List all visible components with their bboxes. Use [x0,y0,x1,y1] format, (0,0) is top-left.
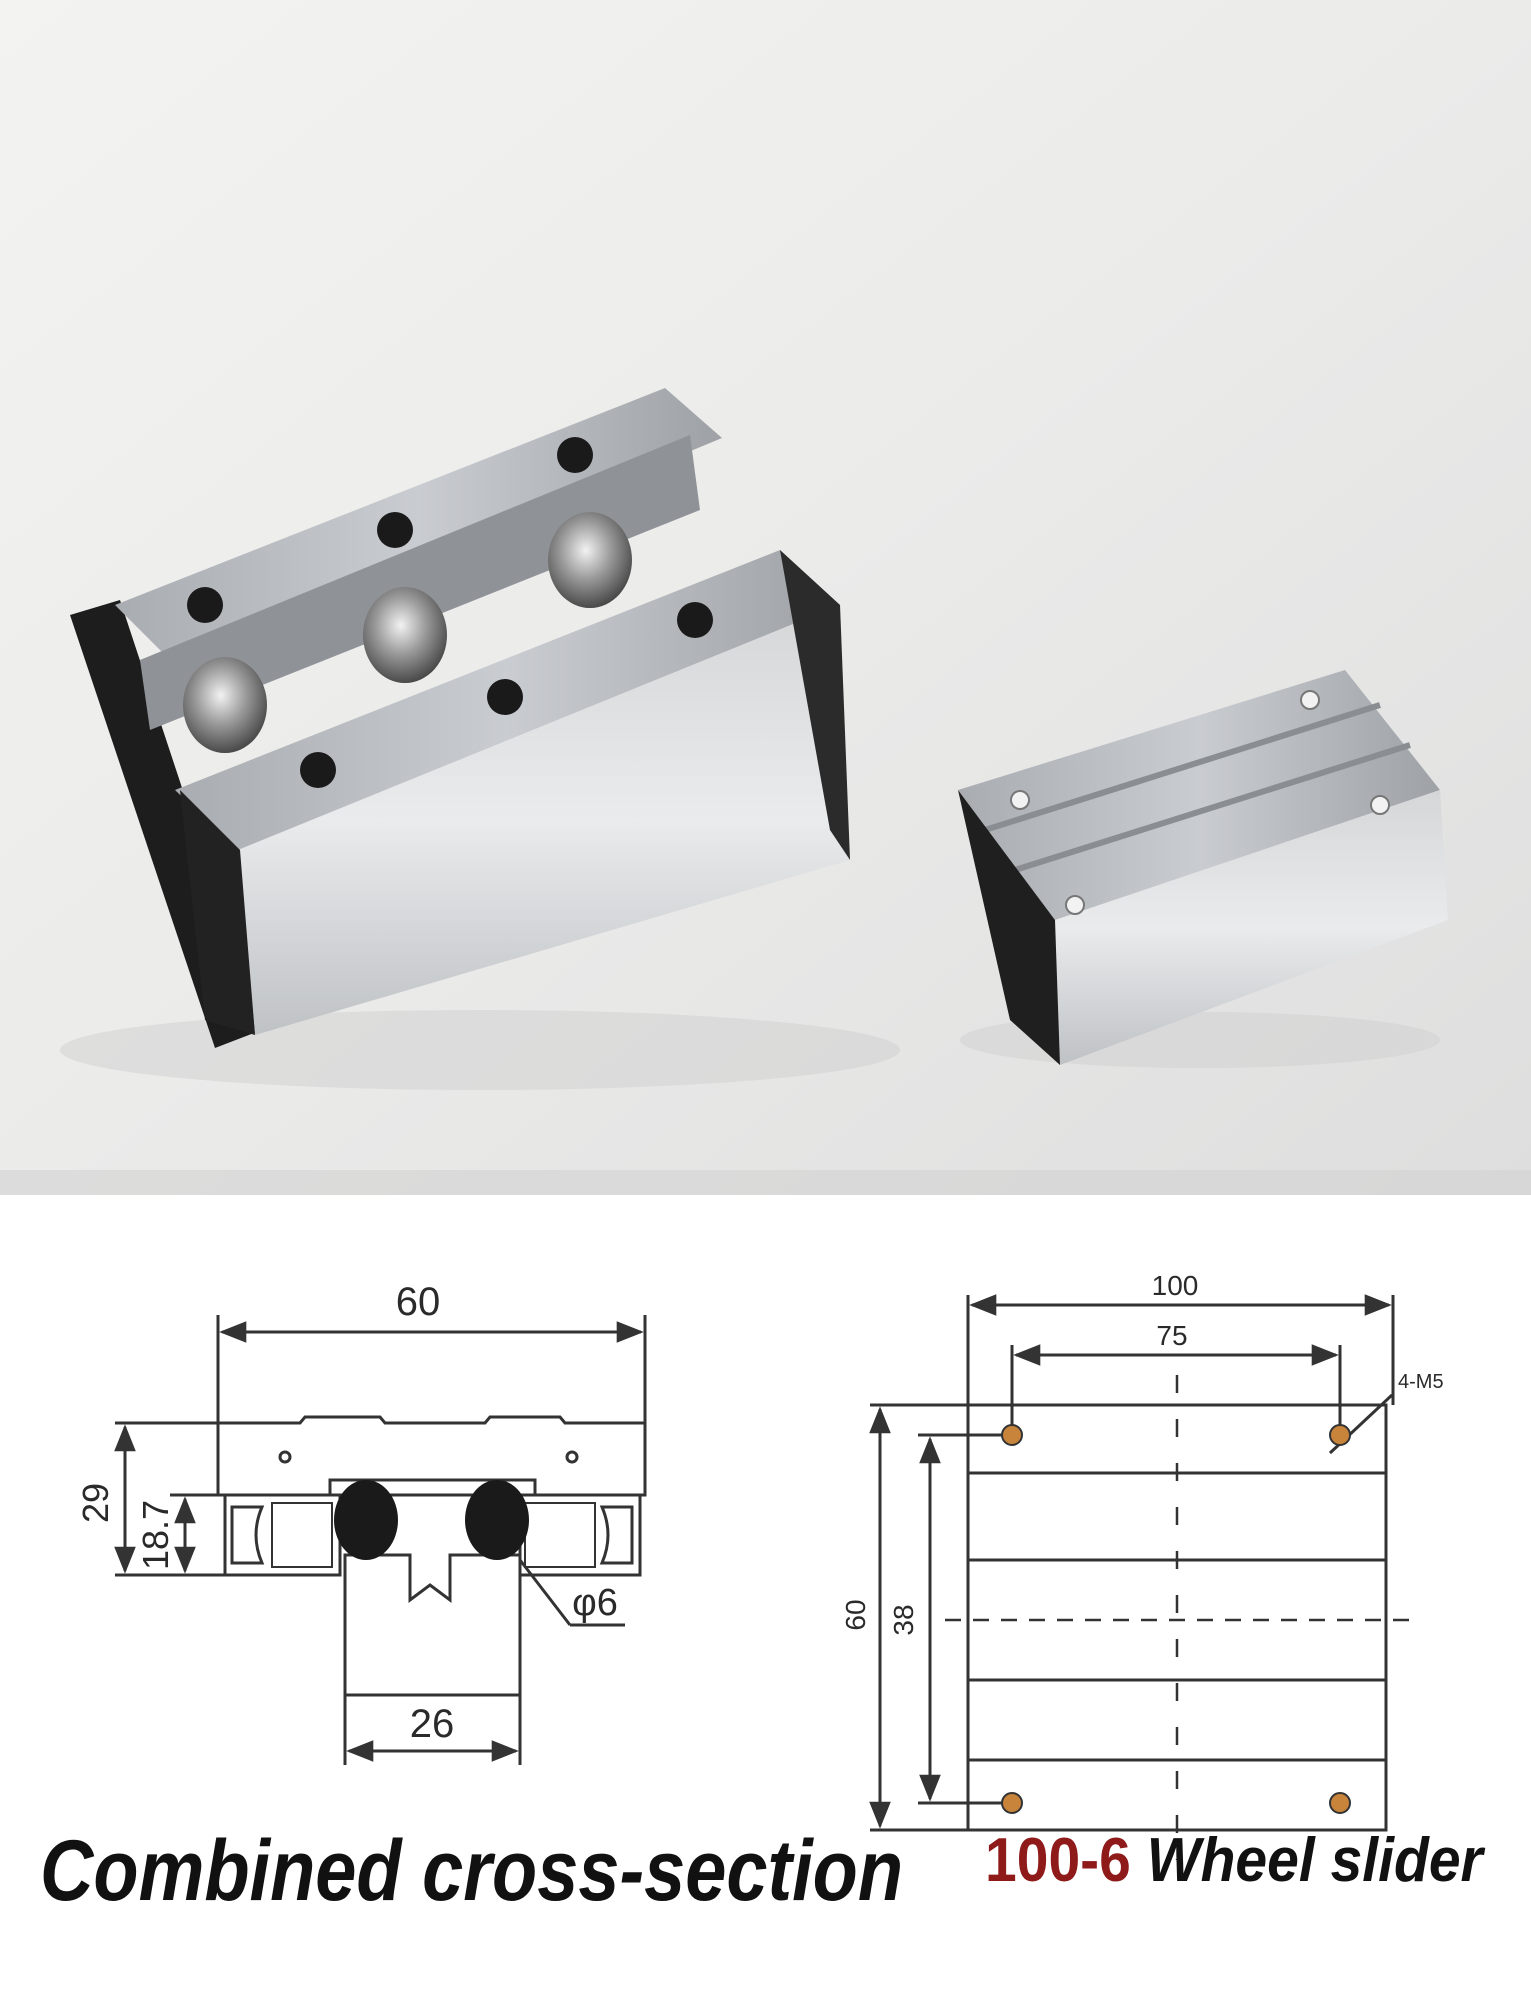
left-wheel-section [334,1480,398,1560]
hole-label-4-m5: 4-M5 [1398,1371,1444,1393]
dim-length-100: 100 [1152,1270,1199,1301]
cross-section-drawing [114,1315,647,1765]
dim-hole-38: 38 [888,1604,919,1635]
caption-model-name: Wheel slider [1146,1826,1483,1895]
dim-rail-26: 26 [410,1702,455,1746]
assembled-slider-image [60,388,900,1090]
caption-wheel-slider: 100-6 Wheel slider [985,1825,1483,1896]
dim-width-60-right: 60 [840,1599,871,1630]
mounting-holes [1001,1424,1351,1814]
hole-bottom-left [1001,1792,1023,1814]
product-photo [0,0,1531,1195]
wheel-slider-image [958,670,1448,1068]
wheel-slider-drawing [869,1294,1415,1860]
dim-width-60: 60 [396,1280,441,1324]
caption-combined-cross-section: Combined cross-section [40,1823,904,1919]
caption-model-code: 100-6 [985,1826,1131,1895]
hole-bottom-right [1329,1792,1351,1814]
dim-wheel-phi6: φ6 [572,1582,618,1624]
technical-drawings: 60 29 18.7 26 φ6 [75,1270,1444,1860]
right-wheel-section [465,1480,529,1560]
hole-top-right [1329,1424,1351,1446]
dim-hole-75: 75 [1156,1320,1187,1351]
dim-height-29: 29 [75,1483,116,1523]
dim-height-18-7: 18.7 [135,1500,176,1570]
hole-top-left [1001,1424,1023,1446]
